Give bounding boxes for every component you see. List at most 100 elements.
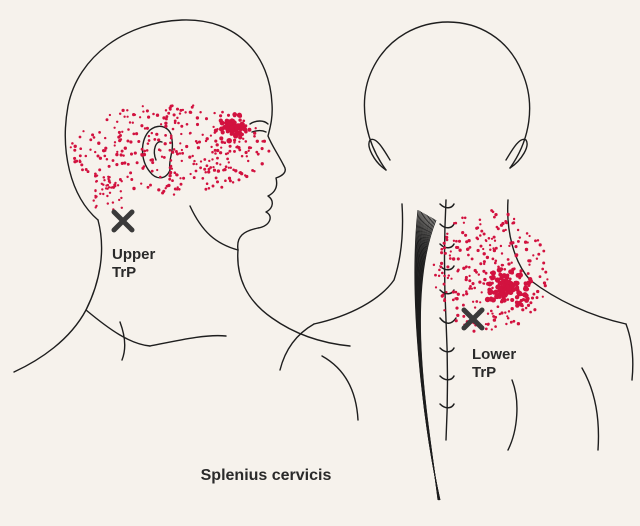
pain-dot bbox=[462, 221, 466, 224]
pain-dot bbox=[226, 113, 231, 117]
pain-dot bbox=[464, 233, 468, 237]
pain-dot bbox=[119, 190, 123, 193]
pain-dot bbox=[524, 306, 528, 310]
pain-dot bbox=[82, 130, 85, 133]
pain-dot bbox=[494, 246, 498, 250]
pain-dot bbox=[180, 148, 184, 152]
pain-dot bbox=[482, 262, 486, 266]
lower-trp-label: Lower TrP bbox=[472, 346, 516, 382]
pain-dot bbox=[169, 134, 173, 138]
pain-dot bbox=[240, 172, 244, 176]
pain-dot bbox=[167, 183, 171, 188]
pain-dot bbox=[506, 212, 510, 217]
pain-dot bbox=[164, 134, 167, 137]
pain-dot bbox=[78, 159, 81, 162]
pain-dot bbox=[482, 252, 486, 256]
pain-dot bbox=[205, 137, 209, 141]
pain-dot bbox=[201, 133, 204, 136]
pain-dot bbox=[178, 152, 182, 155]
pain-dot bbox=[546, 278, 549, 281]
pain-dot bbox=[532, 292, 536, 296]
pain-dot bbox=[73, 148, 77, 152]
pain-dot bbox=[514, 245, 518, 249]
pain-dot bbox=[92, 136, 96, 139]
pain-dot bbox=[507, 262, 511, 266]
pain-dot bbox=[116, 150, 119, 154]
pain-dot bbox=[487, 237, 491, 240]
pain-dot bbox=[445, 238, 449, 242]
pain-dot bbox=[471, 282, 475, 286]
pain-dot bbox=[106, 194, 109, 198]
pain-dot bbox=[192, 162, 195, 166]
pain-dot bbox=[143, 127, 147, 130]
pain-dot bbox=[204, 139, 208, 143]
pain-dot bbox=[453, 222, 456, 225]
pain-dot-dense bbox=[504, 291, 509, 296]
pain-dot bbox=[216, 148, 220, 153]
pain-dot bbox=[508, 244, 511, 248]
pain-dot bbox=[145, 109, 149, 113]
pain-dot bbox=[228, 144, 232, 148]
pain-dot bbox=[505, 322, 508, 326]
back-neck-right bbox=[506, 199, 627, 325]
pain-dot bbox=[468, 246, 472, 249]
pain-dot bbox=[468, 287, 472, 290]
pain-dot bbox=[490, 237, 494, 240]
pain-dot bbox=[537, 252, 541, 256]
pain-dot bbox=[434, 286, 438, 289]
pain-dot bbox=[165, 115, 169, 119]
pain-dot bbox=[446, 265, 450, 269]
pain-dot bbox=[478, 280, 482, 284]
pain-dot bbox=[92, 199, 95, 202]
pain-dot-dense bbox=[488, 290, 493, 295]
pain-dot bbox=[493, 215, 496, 219]
pain-dot bbox=[151, 161, 155, 165]
pain-dot bbox=[211, 158, 214, 161]
pain-dot bbox=[168, 177, 172, 181]
pain-dot bbox=[123, 161, 127, 165]
pain-dot bbox=[168, 174, 172, 178]
pain-dot bbox=[432, 263, 436, 267]
pain-dot bbox=[440, 271, 444, 275]
pain-dot bbox=[237, 178, 241, 182]
pain-dot bbox=[544, 270, 548, 274]
pain-dot bbox=[440, 251, 444, 255]
pain-dot bbox=[113, 126, 116, 129]
pain-dot bbox=[516, 228, 520, 232]
pain-dot bbox=[103, 179, 106, 182]
pain-dot bbox=[212, 165, 215, 169]
pain-dot bbox=[179, 108, 183, 112]
back-head-outline bbox=[363, 21, 531, 171]
pain-dot bbox=[179, 142, 182, 145]
pain-dot bbox=[440, 294, 444, 298]
pain-dot bbox=[455, 306, 459, 310]
pain-dot bbox=[147, 134, 151, 138]
vertebrae-marks bbox=[439, 203, 457, 409]
pain-dot bbox=[172, 193, 176, 196]
pain-dot-dense bbox=[528, 276, 533, 282]
pain-dot bbox=[113, 141, 117, 144]
pain-dot bbox=[470, 287, 474, 290]
pain-dot bbox=[227, 161, 230, 164]
pain-dot-dense bbox=[498, 272, 503, 277]
pain-dot bbox=[446, 232, 449, 236]
pain-dot bbox=[535, 296, 539, 300]
pain-dot bbox=[451, 298, 455, 302]
pain-dot-dense bbox=[522, 292, 528, 298]
pain-dot bbox=[542, 281, 547, 285]
pain-dot bbox=[533, 308, 537, 312]
pain-dot bbox=[102, 176, 106, 179]
pain-dot bbox=[541, 295, 544, 298]
back-view-head bbox=[279, 21, 634, 451]
pain-dot-dense bbox=[238, 135, 243, 140]
pain-dot bbox=[143, 150, 146, 153]
pain-dot bbox=[126, 175, 129, 179]
pain-dot bbox=[234, 169, 238, 173]
pain-dot bbox=[482, 260, 486, 264]
pain-dot bbox=[439, 261, 444, 266]
splenius-cervicis-muscle bbox=[414, 209, 441, 501]
referred-pain-pattern-lower bbox=[432, 209, 549, 333]
pain-dot bbox=[180, 132, 183, 136]
pain-dot bbox=[188, 110, 192, 114]
pain-dot bbox=[180, 124, 184, 128]
